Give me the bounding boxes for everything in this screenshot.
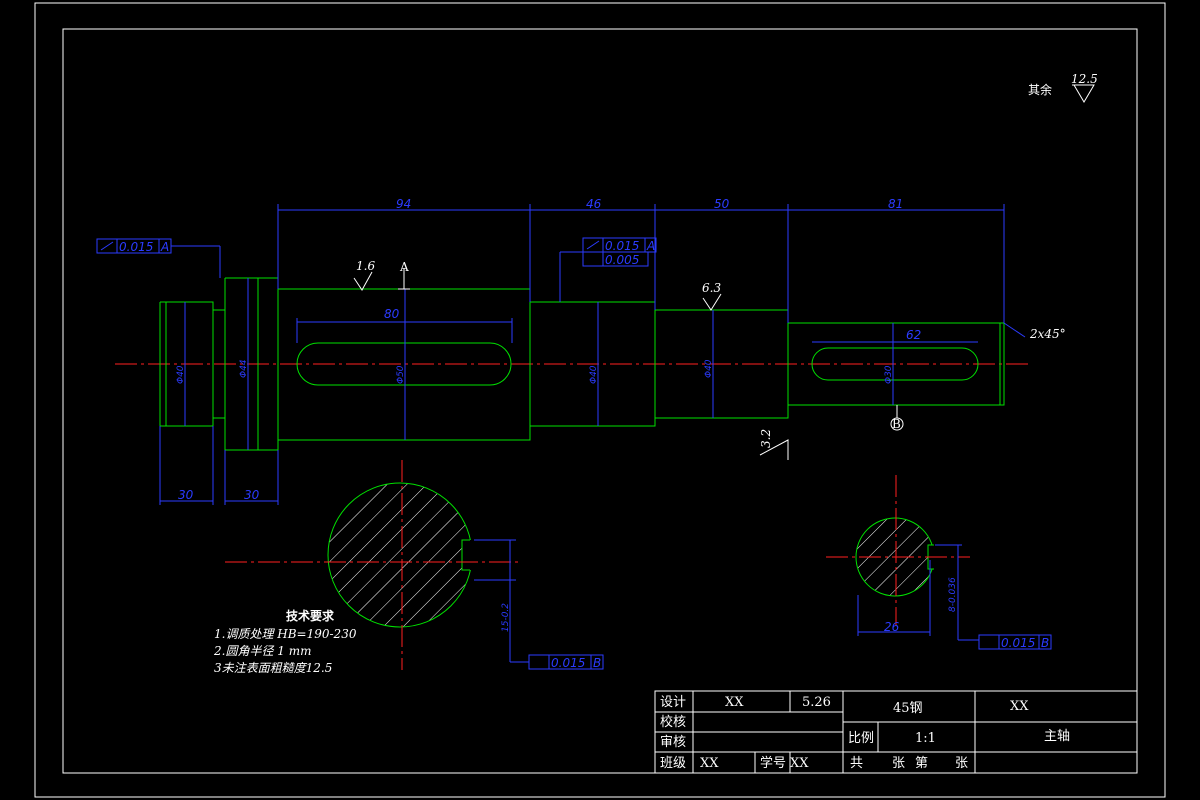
dim-46: 46 [586,197,602,211]
svg-text:1:1: 1:1 [915,731,936,746]
svg-text:张: 张 [955,756,968,771]
dim-81: 81 [888,197,903,211]
svg-text:0.015: 0.015 [1001,636,1035,650]
svg-text:XX: XX [1010,699,1029,714]
svg-text:3.2: 3.2 [759,429,773,448]
chamfer-note: 2x45° [1003,322,1066,341]
svg-text:共: 共 [850,756,863,771]
dim-key-80: 80 [384,307,400,321]
svg-text:1.6: 1.6 [356,259,375,273]
svg-text:A: A [646,239,655,253]
dia-3: Φ50 [396,365,406,384]
svg-text:2x45°: 2x45° [1029,327,1066,341]
dia-6: Φ30 [884,365,894,384]
length-dimensions: 94 46 50 81 30 30 80 62 [159,197,1005,505]
svg-text:XX: XX [725,695,744,710]
dia-1: Φ40 [176,365,186,384]
surface-finish-value: 12.5 [1071,72,1098,86]
tech-req-line-1: 1.调质处理 HB=190-230 [214,627,357,641]
dim-94: 94 [396,197,411,211]
outer-frame [34,2,1166,798]
dia-4: Φ40 [589,365,599,384]
tech-req-line-3: 3未注表面粗糙度12.5 [214,661,332,675]
svg-text:学号: 学号 [760,755,786,771]
datum-b: B [890,405,904,431]
dia-2: Φ44 [239,359,249,378]
svg-text:审核: 审核 [660,735,686,750]
tech-requirements: 技术要求 1.调质处理 HB=190-230 2.圆角半径 1 mm 3未注表面… [213,608,357,675]
svg-text:张: 张 [892,756,905,771]
tech-req-title: 技术要求 [286,608,335,623]
svg-text:第: 第 [915,756,928,771]
svg-text:5.26: 5.26 [802,695,831,710]
svg-text:0.015: 0.015 [551,656,585,670]
svg-text:8-0.036: 8-0.036 [948,577,958,612]
svg-text:A: A [160,240,169,254]
svg-text:0.015: 0.015 [605,239,639,253]
svg-text:XX: XX [790,756,809,771]
surface-finish-label: 其余 [1028,82,1052,97]
dim-key-62: 62 [906,328,921,342]
title-block: 设计 XX 5.26 校核 审核 班级 XX 学号 XX 45钢 XX 比例 1… [654,690,1138,774]
tolerance-runout-mid: 0.015 A 0.005 [559,237,657,302]
tolerance-runout-left: 0.015 A [96,238,221,278]
datum-a: A [398,260,410,290]
svg-text:26: 26 [884,620,900,634]
svg-text:B: B [892,417,901,431]
svg-text:比例: 比例 [848,731,874,746]
section-left: 15-0.2 0.015 B [225,460,604,670]
svg-text:0.005: 0.005 [605,253,639,267]
svg-text:B: B [593,656,601,670]
svg-text:班级: 班级 [660,756,686,771]
dim-30b: 30 [244,488,260,502]
tech-req-line-2: 2.圆角半径 1 mm [213,644,311,658]
svg-text:校核: 校核 [660,714,686,730]
svg-text:B: B [1041,636,1049,650]
svg-text:15-0.2: 15-0.2 [501,603,511,632]
dim-30a: 30 [178,488,194,502]
surface-finish-note: 其余 12.5 [1028,72,1098,103]
svg-text:设计: 设计 [660,695,686,710]
svg-text:45钢: 45钢 [893,701,923,716]
svg-text:主轴: 主轴 [1044,729,1070,744]
svg-text:6.3: 6.3 [702,281,721,295]
svg-text:A: A [399,260,409,274]
roughness-marks: 1.6 6.3 3.2 [353,259,789,460]
inner-frame [62,28,1138,774]
dim-50: 50 [714,197,730,211]
svg-text:0.015: 0.015 [119,240,153,254]
section-right: 26 8-0.036 0.015 B [826,475,1052,650]
svg-text:XX: XX [700,756,719,771]
dia-5: Φ40 [704,359,714,378]
diameter-dimensions: Φ40 Φ44 Φ50 Φ40 Φ40 Φ30 [176,278,894,450]
